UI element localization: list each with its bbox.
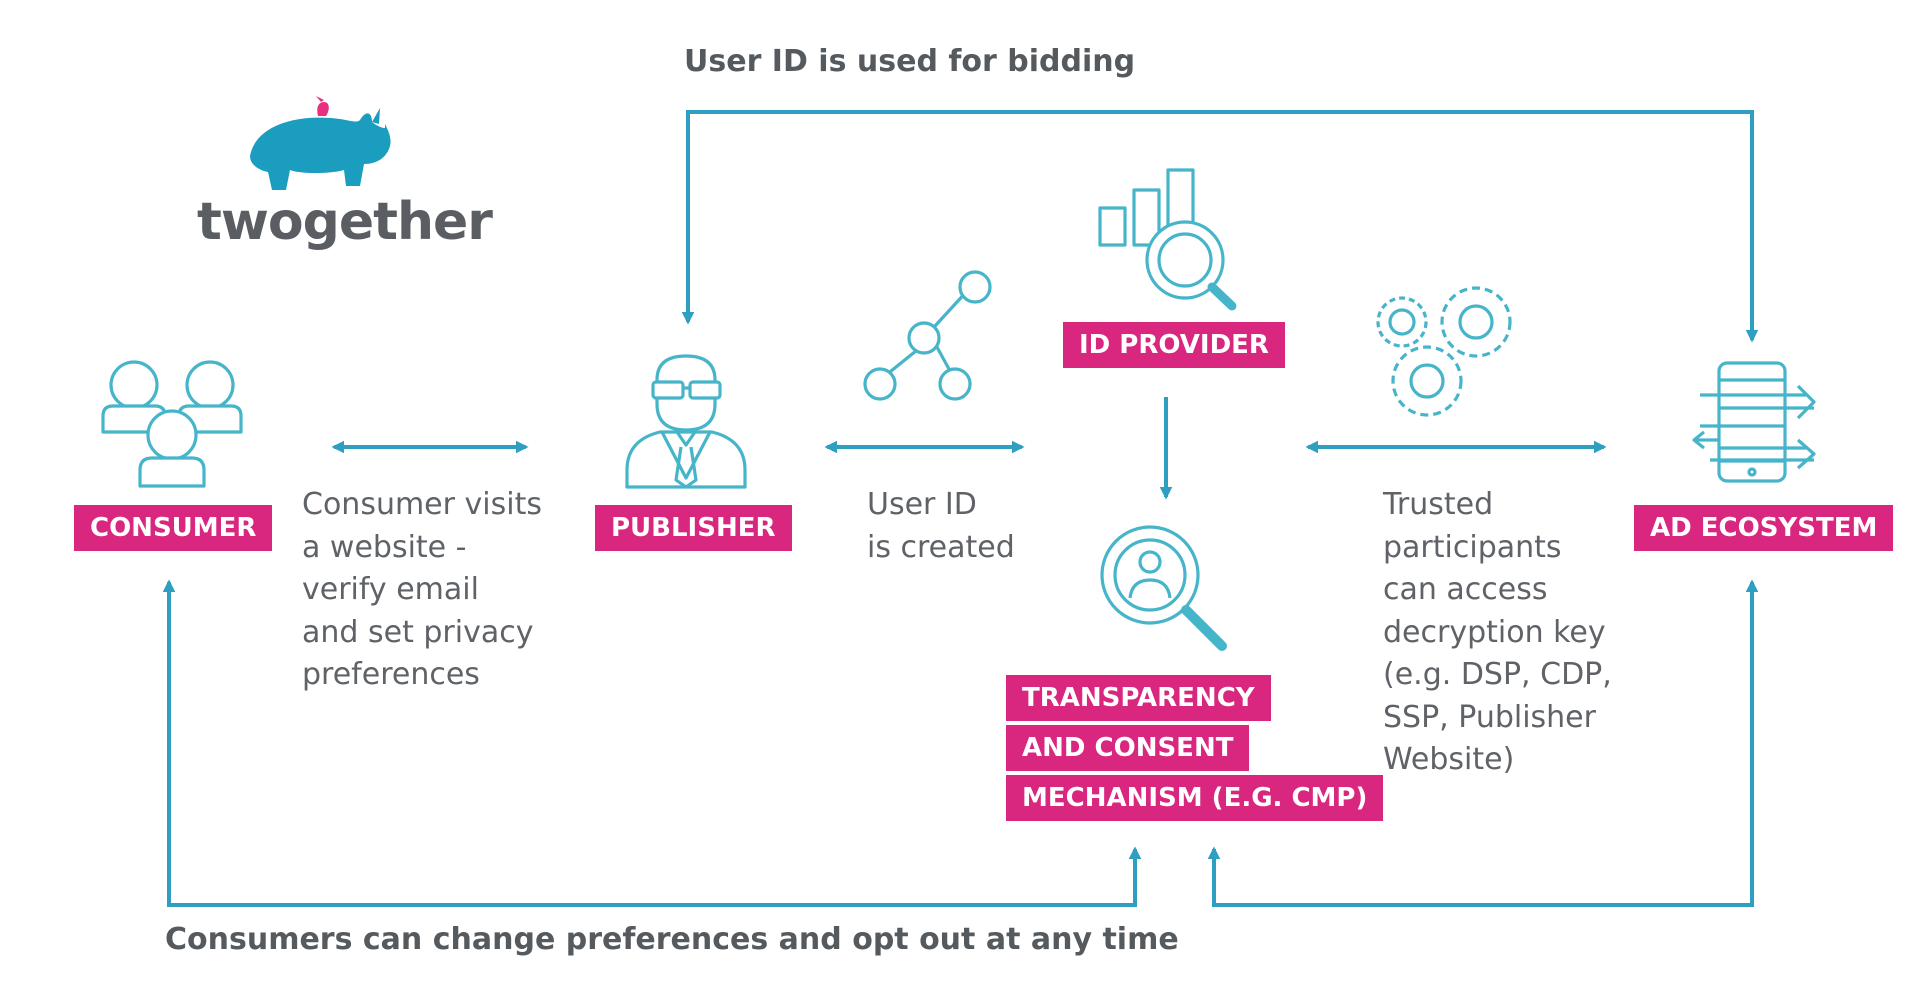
description-line: is created: [867, 529, 1015, 565]
top-heading: User ID is used for bidding: [684, 44, 1136, 79]
tcm-label-line-3: MECHANISM (E.G. CMP): [1006, 775, 1384, 821]
bottom-left-loop-arrow: [162, 579, 1142, 907]
consumer-label: CONSUMER: [74, 505, 273, 551]
description-line: Website): [1383, 742, 1515, 777]
brand-wordmark: twogether: [197, 192, 493, 252]
rhino-icon: [250, 96, 391, 190]
mobile-data-icon: [1692, 361, 1816, 483]
description-line: decryption key: [1383, 614, 1606, 650]
description-line: a website -: [302, 529, 467, 565]
bottom-heading: Consumers can change preferences and opt…: [165, 922, 1179, 957]
tcm-label-line-2: AND CONSENT: [1006, 725, 1250, 771]
ad-ecosystem-label: AD ECOSYSTEM: [1634, 505, 1894, 551]
description-line: Trusted: [1383, 487, 1494, 522]
description-line: preferences: [302, 657, 480, 692]
businessman-icon: [625, 354, 747, 489]
idprovider-ad-description: Trusted participants can access decrypti…: [1383, 484, 1612, 782]
publisher-label: PUBLISHER: [595, 505, 792, 551]
description-line: Consumer visits: [302, 487, 542, 522]
description-line: and set privacy: [302, 614, 534, 650]
description-line: User ID: [867, 487, 977, 522]
top-loop-arrow: [681, 110, 1759, 343]
publisher-idprovider-description: User ID is created: [867, 484, 1015, 569]
consumer-publisher-description: Consumer visits a website - verify email…: [302, 484, 542, 697]
description-line: participants: [1383, 529, 1562, 565]
bottom-right-loop-arrow: [1207, 579, 1759, 907]
users-icon: [101, 360, 243, 488]
description-line: can access: [1383, 572, 1548, 607]
description-line: (e.g. DSP, CDP,: [1383, 657, 1612, 692]
description-line: verify email: [302, 572, 479, 607]
id-provider-label: ID PROVIDER: [1063, 322, 1285, 368]
gears-icon: [1376, 286, 1512, 417]
network-icon: [863, 270, 992, 401]
chart-magnifier-icon: [1098, 168, 1237, 311]
description-line: SSP, Publisher: [1383, 699, 1596, 735]
tcm-label-line-1: TRANSPARENCY: [1006, 675, 1271, 721]
user-search-icon: [1100, 525, 1227, 651]
